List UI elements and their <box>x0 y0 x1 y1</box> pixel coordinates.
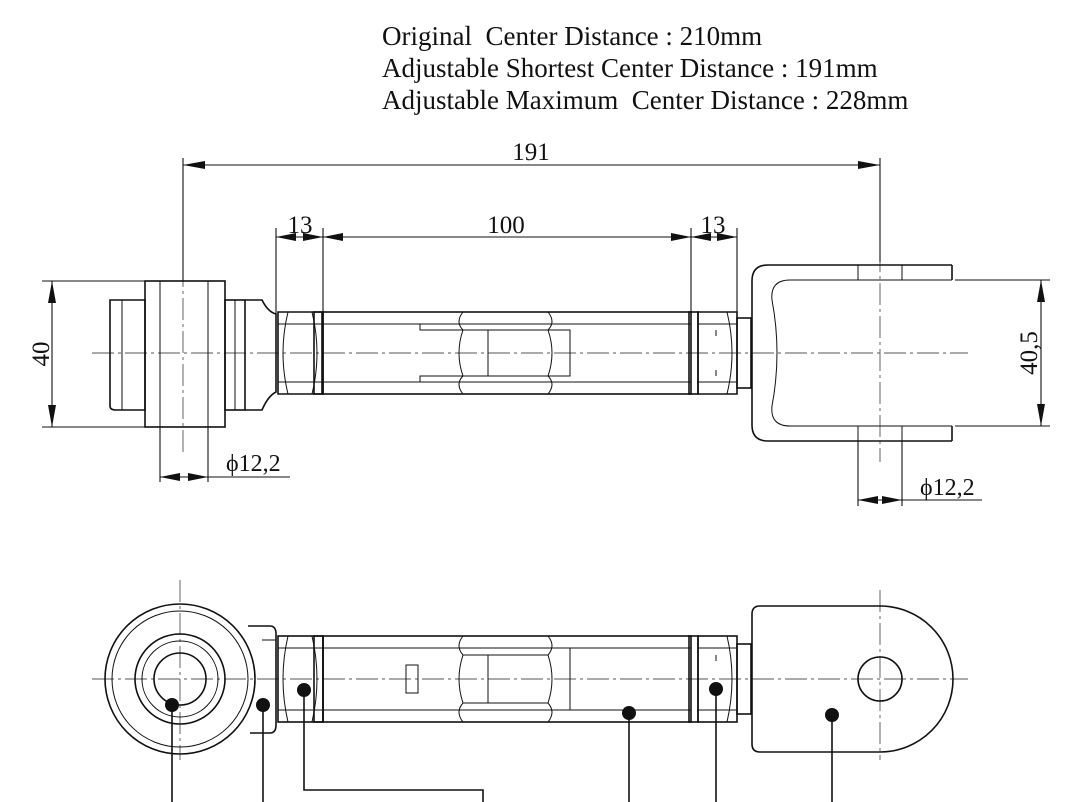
dim-thread-length-label: 100 <box>487 212 525 239</box>
right-clevis <box>751 264 953 442</box>
dim-bore-right-label: ϕ12,2 <box>920 475 975 501</box>
top-view: 191 13 100 13 <box>28 139 1050 506</box>
side-right-hex-nut <box>688 635 752 723</box>
adjuster-body <box>322 311 692 395</box>
dim-thread-chain: 13 100 13 <box>275 212 738 314</box>
part-callouts <box>165 682 839 802</box>
dim-nut-right-label: 13 <box>701 212 726 239</box>
dim-bushing-width: 40 <box>28 280 145 428</box>
dim-bore-right: ϕ12,2 <box>857 441 982 506</box>
side-view <box>92 580 968 802</box>
dim-bore-left-label: ϕ12,2 <box>226 451 281 477</box>
dim-bore-left: ϕ12,2 <box>159 427 290 482</box>
dim-overall-length: 191 <box>182 139 881 281</box>
spec-shortest-distance: Adjustable Shortest Center Distance : 19… <box>382 53 878 83</box>
dim-nut-left-label: 13 <box>288 212 313 239</box>
dim-clevis-width: 40,5 <box>955 279 1050 427</box>
right-hex-nut <box>688 311 752 395</box>
left-bushing <box>109 280 277 428</box>
dim-overall-length-label: 191 <box>512 139 550 166</box>
dim-clevis-width-label: 40,5 <box>1016 331 1043 375</box>
spec-original-distance: Original Center Distance : 210mm <box>382 21 763 51</box>
side-clevis-plate <box>751 605 954 753</box>
spec-maximum-distance: Adjustable Maximum Center Distance : 228… <box>382 85 909 115</box>
dim-bushing-width-label: 40 <box>28 342 55 367</box>
side-bushing-eye <box>104 603 277 755</box>
